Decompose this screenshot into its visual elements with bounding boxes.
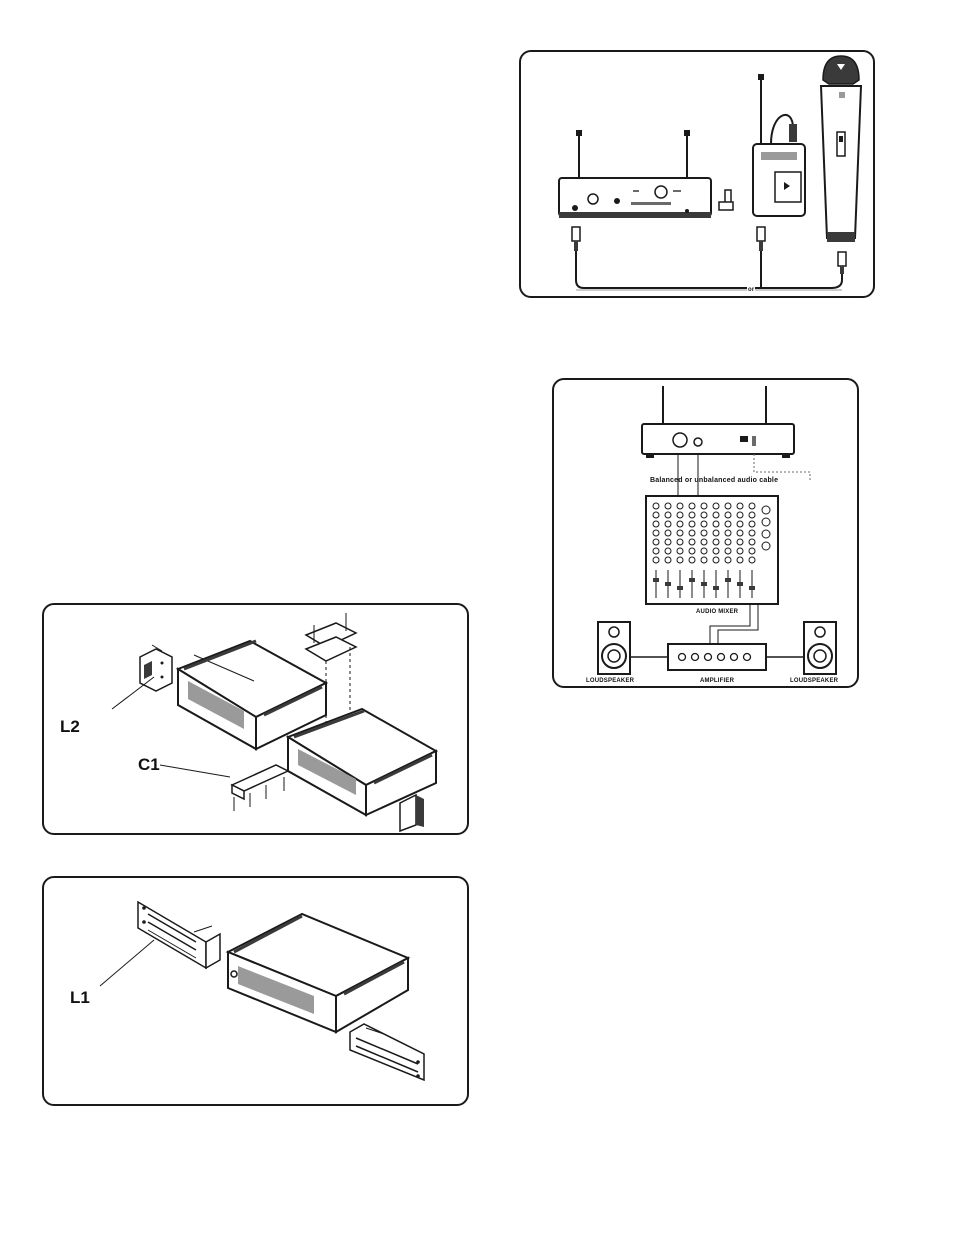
label-l1: L1: [70, 988, 90, 1008]
or-label: or: [747, 287, 755, 293]
top-link-bracket: [306, 613, 356, 661]
mixer-wiring-diagram: [554, 380, 857, 686]
amplifier: [668, 644, 766, 670]
left-loudspeaker: [598, 622, 630, 674]
right-loudspeaker: [804, 622, 836, 674]
connection-diagram: [521, 52, 873, 296]
mixer-fader-knob: [701, 582, 707, 586]
mixer-fader-knob: [749, 586, 755, 590]
cable-label: Balanced or unbalanced audio cable: [650, 477, 778, 484]
rack-ear-right: [350, 1024, 424, 1080]
bodypack-transmitter: [753, 144, 805, 216]
right-loudspeaker-label: LOUDSPEAKER: [790, 678, 838, 684]
label-c1: C1: [138, 755, 160, 775]
amplifier-label: AMPLIFIER: [700, 678, 734, 684]
rack-ear-l1: [138, 902, 220, 968]
dual-rack-mount-diagram: [44, 605, 467, 833]
single-rack-mount-panel: L1: [42, 876, 469, 1106]
handheld-microphone: [821, 56, 861, 242]
mixer-fader-knob: [713, 586, 719, 590]
rack-ear-right: [400, 795, 424, 831]
lavalier-mic: [719, 190, 733, 210]
mixer-wiring-panel: Balanced or unbalanced audio cable AUDIO…: [552, 378, 859, 688]
mixer-fader-knob: [725, 578, 731, 582]
connection-diagram-panel: or: [519, 50, 875, 298]
mixer-fader-knob: [653, 578, 659, 582]
label-l2: L2: [60, 717, 80, 737]
dual-rack-mount-panel: L2 C1: [42, 603, 469, 835]
mixer-fader-knob: [737, 582, 743, 586]
receiver-front: [559, 178, 711, 218]
rack-ear-l2: [140, 649, 172, 691]
receiver-unit: [228, 914, 408, 1032]
single-rack-mount-diagram: [44, 878, 467, 1104]
mixer-fader-knob: [677, 586, 683, 590]
audio-mixer: [646, 496, 778, 604]
receiver-rear: [642, 424, 794, 458]
audio-mixer-label: AUDIO MIXER: [696, 609, 738, 615]
link-bracket-c1: [232, 765, 288, 811]
mixer-fader-knob: [689, 578, 695, 582]
mixer-fader-knob: [665, 582, 671, 586]
left-loudspeaker-label: LOUDSPEAKER: [586, 678, 634, 684]
